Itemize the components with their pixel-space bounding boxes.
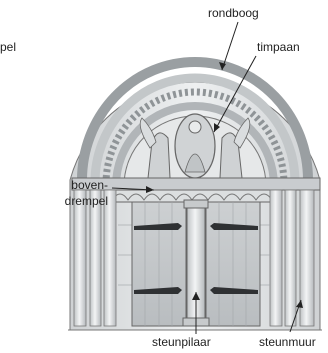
label-fragment-left: pel bbox=[0, 40, 16, 55]
label-rondboog: rondboog bbox=[208, 6, 259, 21]
trumeau-capital bbox=[184, 200, 208, 208]
label-bovendrempel-line1: boven- bbox=[54, 178, 108, 193]
column-left-outer bbox=[74, 190, 86, 326]
label-bovendrempel-line2: drempel bbox=[44, 194, 108, 209]
column-right-mid bbox=[285, 190, 296, 326]
label-steunmuur: steunmuur bbox=[259, 335, 316, 350]
capitals-band bbox=[72, 178, 320, 190]
column-left-inner bbox=[104, 190, 116, 326]
label-timpaan: timpaan bbox=[257, 40, 300, 55]
column-right-inner bbox=[270, 190, 282, 326]
column-left-mid bbox=[90, 190, 101, 326]
label-steunpilaar: steunpilaar bbox=[152, 335, 211, 350]
christ-head bbox=[189, 121, 201, 133]
